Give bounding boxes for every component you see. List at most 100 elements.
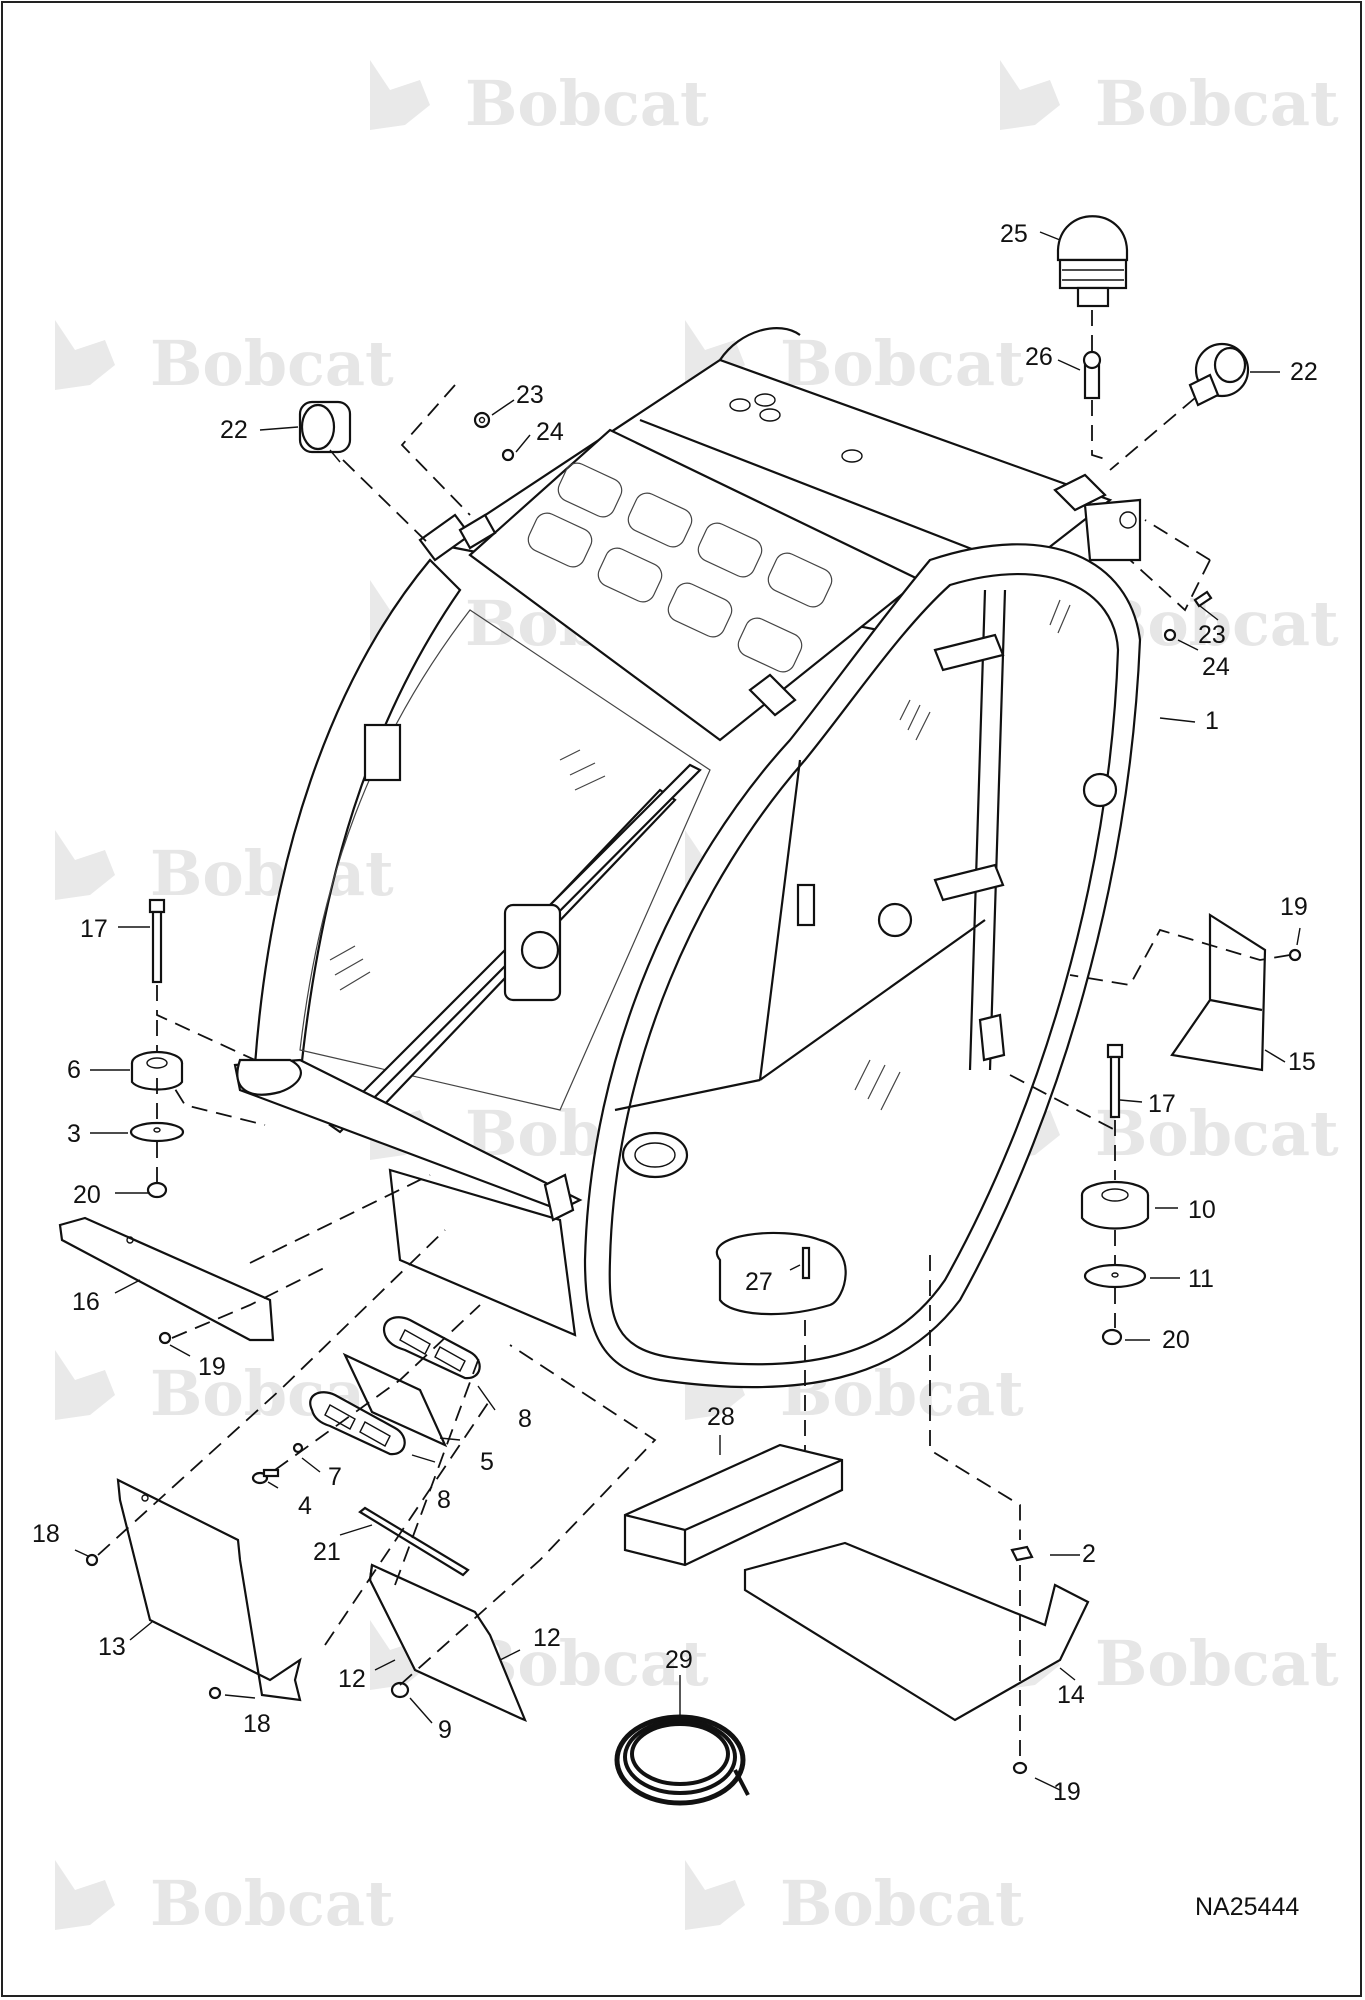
callout-16: 16 <box>72 1288 100 1316</box>
nut-20-left <box>146 1181 168 1199</box>
bolt-17-left <box>148 898 166 984</box>
callout-24-left: 24 <box>536 418 564 446</box>
callout-29: 29 <box>665 1646 693 1674</box>
callout-22-right: 22 <box>1290 358 1318 386</box>
cab-door-inner <box>608 572 1120 1366</box>
watermark-text: Bobcat <box>1095 67 1339 140</box>
seal-8-lower <box>309 1391 406 1456</box>
callout-12-right: 12 <box>533 1624 561 1652</box>
callout-14: 14 <box>1057 1681 1085 1709</box>
callout-25: 25 <box>1000 220 1028 248</box>
watermark-text: Bobcat <box>780 1867 1024 1940</box>
callout-7: 7 <box>328 1463 342 1491</box>
seal-8-upper <box>382 1316 481 1380</box>
callout-8-upper: 8 <box>518 1405 532 1433</box>
windshield-glass <box>299 609 711 1111</box>
door-hinge-lower <box>933 863 1005 902</box>
guard-13 <box>116 1478 302 1702</box>
callout-3: 3 <box>67 1120 81 1148</box>
callout-9: 9 <box>438 1716 452 1744</box>
callout-2: 2 <box>1082 1540 1096 1568</box>
wiper-motor-bracket <box>748 673 797 717</box>
washer-11 <box>1083 1263 1147 1289</box>
callout-26: 26 <box>1025 343 1053 371</box>
callout-4: 4 <box>298 1492 312 1520</box>
callout-28: 28 <box>707 1403 735 1431</box>
callout-18-upper: 18 <box>32 1520 60 1548</box>
door-latch-knob <box>1082 772 1118 808</box>
door-hinge-upper <box>933 633 1005 672</box>
cutaway-27 <box>715 1231 847 1316</box>
side-mirror <box>503 903 562 1002</box>
isolator-mount-10 <box>1080 1180 1150 1230</box>
washer-23-left <box>473 411 491 429</box>
callout-19-left: 19 <box>198 1353 226 1381</box>
callout-10: 10 <box>1188 1196 1216 1224</box>
callout-27: 27 <box>745 1268 773 1296</box>
strip-21 <box>358 1506 470 1577</box>
watermark-text: Bobcat <box>150 837 394 910</box>
watermark-text: Bobcat <box>465 67 709 140</box>
washer-3 <box>129 1121 185 1143</box>
mount-foot <box>236 1058 302 1096</box>
door-pull <box>796 883 816 927</box>
callout-13: 13 <box>98 1633 126 1661</box>
callout-19-bottom: 19 <box>1053 1778 1081 1806</box>
nut-24-left <box>501 448 515 462</box>
figure-code: NA25444 <box>1195 1893 1299 1921</box>
watermark-text: Bobcat <box>1095 1097 1339 1170</box>
screw-7 <box>292 1442 304 1454</box>
cab-assembly <box>233 327 1142 1389</box>
bolt-18-lower <box>208 1686 222 1700</box>
nut-24-right <box>1163 628 1177 642</box>
callout-6: 6 <box>67 1056 81 1084</box>
front-pillar-left <box>253 558 462 1082</box>
bolt-19-right-upper <box>1288 948 1302 962</box>
callout-24-right: 24 <box>1202 653 1230 681</box>
cab-corner-bracket <box>543 1173 575 1222</box>
callout-23-left: 23 <box>516 381 544 409</box>
callout-12-left: 12 <box>338 1665 366 1693</box>
watermark-text: Bobcat <box>780 327 1024 400</box>
callout-15: 15 <box>1288 1048 1316 1076</box>
bobcat-watermark: Bobcat <box>1000 60 1339 140</box>
windshield-latch <box>363 723 402 782</box>
beacon-light-25 <box>1056 215 1129 308</box>
door-handle <box>621 1131 689 1179</box>
bolt-19-left <box>158 1331 172 1345</box>
bolt-19-bottom <box>1012 1761 1028 1775</box>
door-lock <box>877 902 913 938</box>
callout-11: 11 <box>1188 1265 1214 1293</box>
isolator-mount-6 <box>130 1050 184 1091</box>
bobcat-watermark: Bobcat <box>55 1860 394 1940</box>
screw-9 <box>390 1681 410 1699</box>
door-hinge-bottom <box>978 1013 1006 1062</box>
clip-2 <box>1010 1545 1034 1562</box>
callout-18-lower: 18 <box>243 1710 271 1738</box>
leader-lines <box>74 231 1301 1791</box>
watermark-text: Bobcat <box>150 1867 394 1940</box>
beacon-mount-26 <box>1082 350 1102 400</box>
plate-16 <box>58 1216 275 1342</box>
screw-4 <box>251 1468 280 1485</box>
right-light-bracket <box>1053 473 1107 512</box>
work-light-22-right <box>1188 342 1250 407</box>
callout-17-left: 17 <box>80 915 108 943</box>
left-light-mount <box>458 513 497 550</box>
callout-21: 21 <box>313 1538 341 1566</box>
bobcat-watermark: Bobcat <box>370 60 709 140</box>
callout-20-left: 20 <box>73 1181 101 1209</box>
plate-14 <box>743 1541 1090 1722</box>
callout-23-right: 23 <box>1198 621 1226 649</box>
bobcat-watermark: Bobcat <box>685 1860 1024 1940</box>
seal-coil-29 <box>614 1714 750 1806</box>
block-28 <box>623 1443 844 1567</box>
bracket-15 <box>1170 912 1267 1072</box>
cab-lower-panel <box>388 1168 577 1337</box>
bobcat-watermark: Bobcat <box>55 830 394 910</box>
callout-17-right: 17 <box>1148 1090 1176 1118</box>
bobcat-watermark: Bobcat <box>55 320 394 400</box>
roof-window-grid <box>527 462 833 673</box>
callout-8-lower: 8 <box>437 1486 451 1514</box>
callout-19-right: 19 <box>1280 893 1308 921</box>
